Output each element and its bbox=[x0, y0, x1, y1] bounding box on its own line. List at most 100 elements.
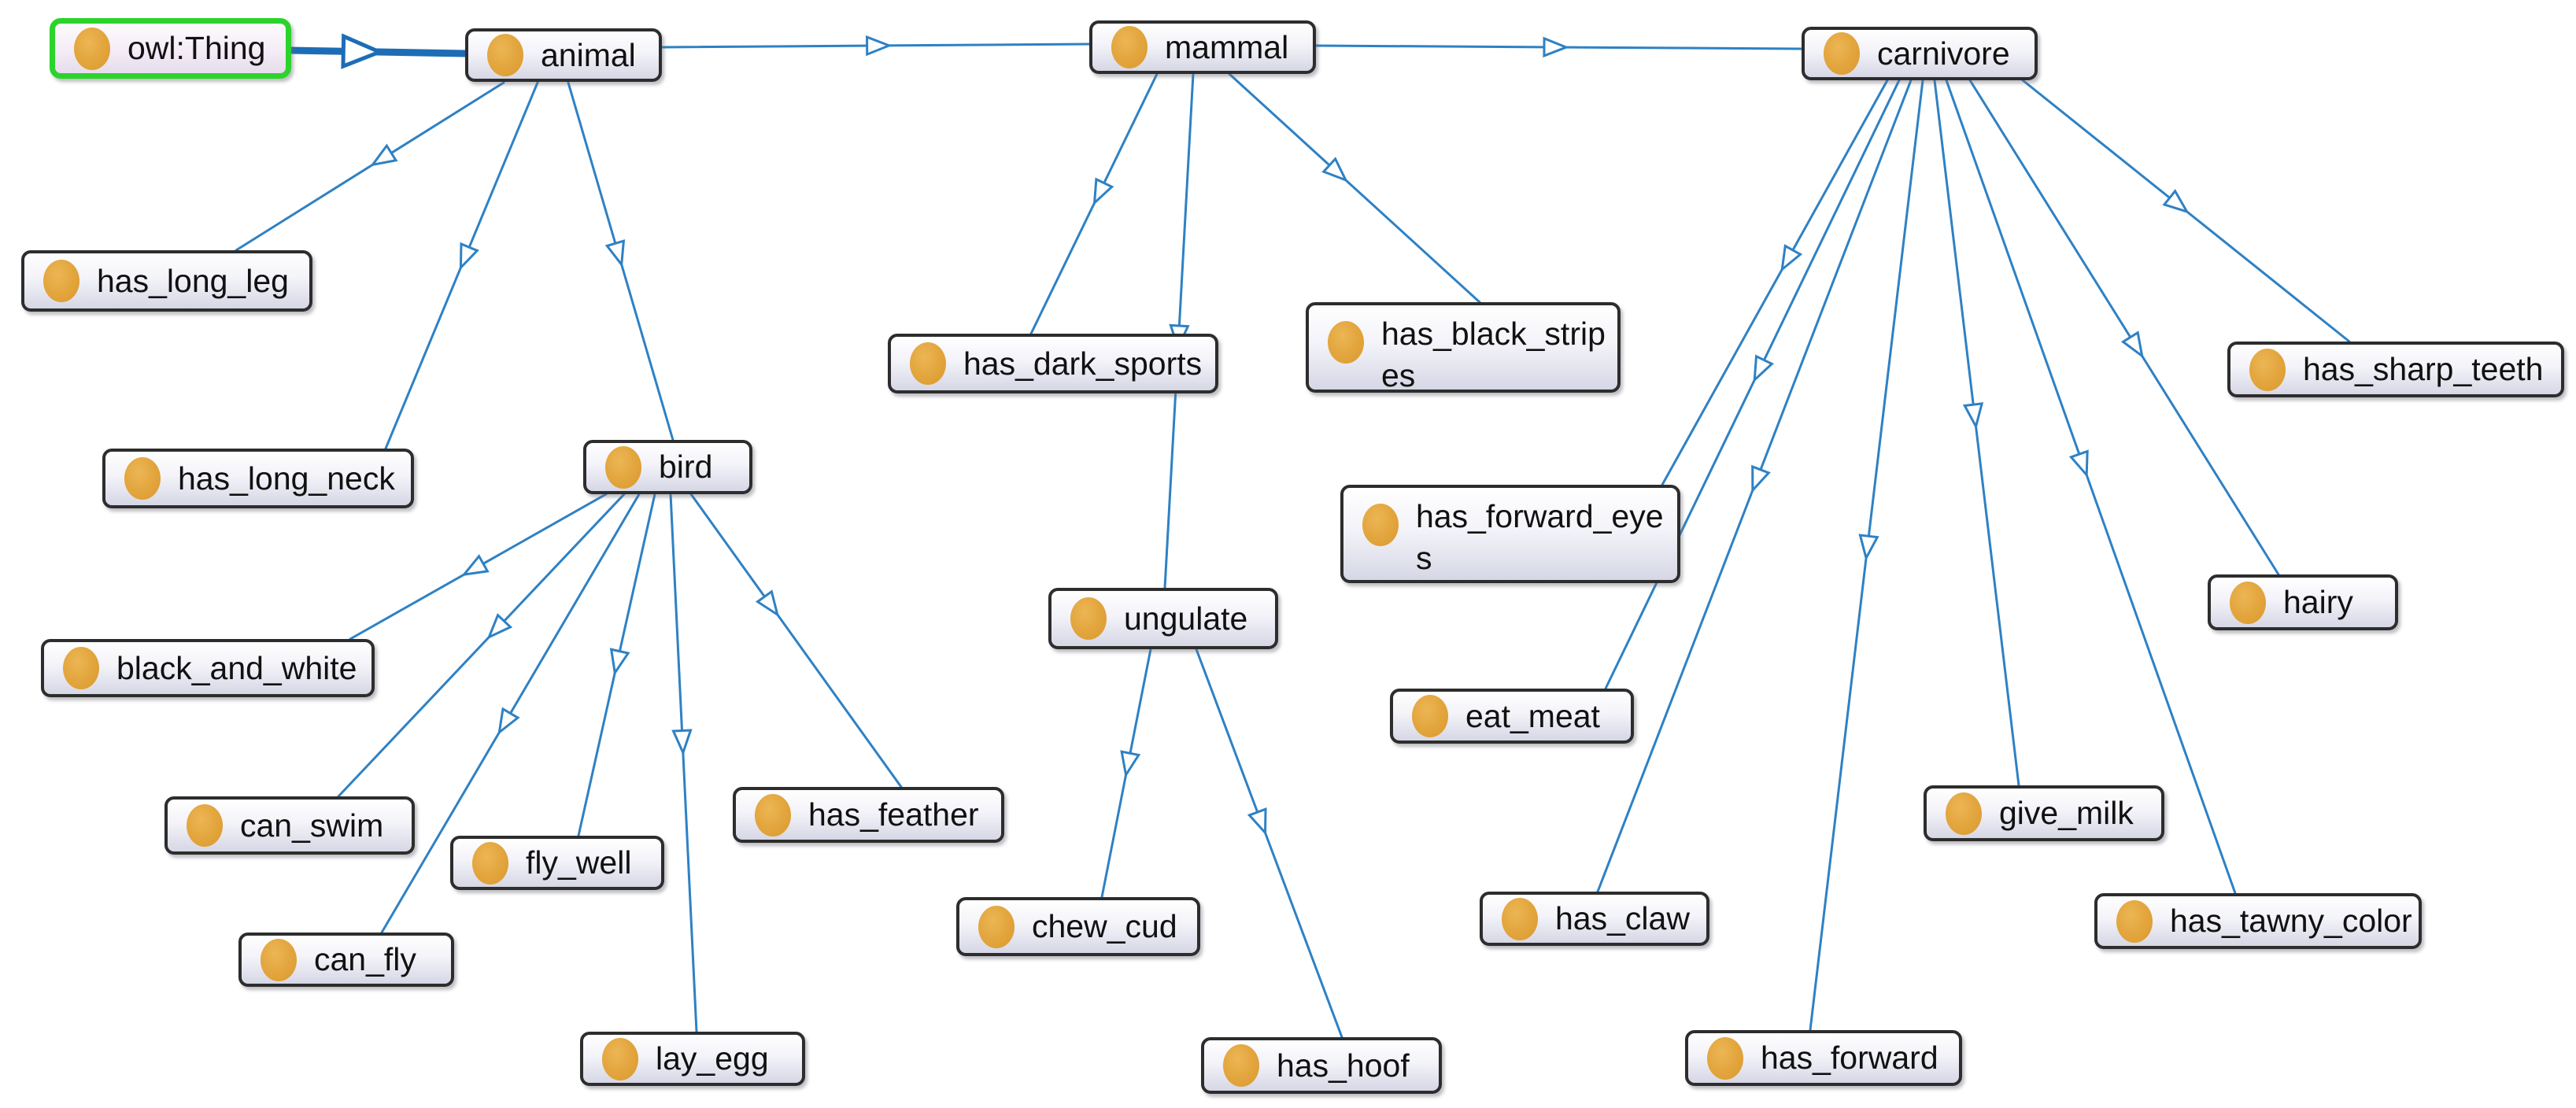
node-label: has_claw bbox=[1555, 900, 1690, 936]
class-icon bbox=[2249, 348, 2286, 391]
class-node-has_tawny_color[interactable]: has_tawny_color bbox=[2094, 893, 2422, 949]
node-label: can_swim bbox=[240, 807, 384, 844]
arrowhead-carnivore-eat_meat bbox=[1753, 354, 1774, 383]
class-node-ungulate[interactable]: ungulate bbox=[1048, 588, 1278, 649]
node-label: has_hoof bbox=[1277, 1047, 1410, 1084]
class-icon bbox=[910, 342, 946, 385]
class-icon bbox=[755, 793, 791, 837]
class-icon bbox=[63, 647, 99, 689]
node-label: fly_well bbox=[526, 844, 632, 881]
class-node-has_long_neck[interactable]: has_long_neck bbox=[102, 449, 414, 508]
node-label: has_long_leg bbox=[97, 262, 289, 299]
class-node-has_long_leg[interactable]: has_long_leg bbox=[21, 250, 312, 312]
node-label: has_long_neck bbox=[178, 460, 395, 497]
class-icon bbox=[1824, 32, 1860, 75]
arrowhead-ungulate-has_hoof bbox=[1247, 807, 1267, 837]
edge-carnivore-hairy bbox=[1968, 79, 2280, 576]
class-icon bbox=[124, 457, 161, 500]
node-label: mammal bbox=[1165, 28, 1289, 65]
edge-mammal-has_black_stripes bbox=[1228, 72, 1481, 304]
node-label: can_fly bbox=[314, 941, 416, 977]
class-node-owl_thing[interactable]: owl:Thing bbox=[50, 18, 291, 79]
node-label: ungulate bbox=[1124, 600, 1248, 637]
class-icon bbox=[472, 841, 508, 885]
node-label: bird bbox=[659, 449, 713, 485]
class-icon bbox=[1707, 1036, 1743, 1080]
class-icon bbox=[2230, 581, 2266, 624]
arrowhead-mammal-carnivore bbox=[1543, 36, 1570, 58]
edge-bird-lay_egg bbox=[669, 493, 698, 1033]
edge-carnivore-has_forward_eyes bbox=[1661, 79, 1889, 486]
class-icon bbox=[978, 905, 1015, 948]
class-icon bbox=[43, 260, 79, 302]
node-label: has_sharp_teeth bbox=[2303, 351, 2544, 387]
class-node-can_fly[interactable]: can_fly bbox=[238, 933, 454, 987]
class-icon bbox=[1328, 321, 1364, 364]
class-icon bbox=[1111, 26, 1148, 68]
node-label: has_tawny_color bbox=[2170, 903, 2412, 939]
edge-bird-can_swim bbox=[337, 493, 626, 798]
edge-carnivore-has_tawny_color bbox=[1945, 79, 2237, 895]
class-icon bbox=[1362, 504, 1399, 546]
arrowhead-carnivore-has_sharp_teeth bbox=[2162, 189, 2190, 214]
node-label: owl:Thing bbox=[128, 30, 266, 66]
arrowhead-mammal-has_dark_sports bbox=[1092, 177, 1114, 206]
class-icon bbox=[1502, 897, 1538, 940]
class-icon bbox=[602, 1037, 638, 1080]
node-label: has_black_strip es bbox=[1381, 316, 1606, 394]
arrowhead-bird-black_and_white bbox=[461, 554, 490, 577]
class-node-can_swim[interactable]: can_swim bbox=[164, 796, 415, 855]
arrowhead-carnivore-has_forward bbox=[1858, 534, 1879, 562]
class-node-fly_well[interactable]: fly_well bbox=[450, 836, 664, 890]
class-node-eat_meat[interactable]: eat_meat bbox=[1390, 689, 1634, 744]
node-label: give_milk bbox=[1999, 795, 2134, 831]
edge-bird-has_feather bbox=[689, 493, 903, 789]
class-node-has_feather[interactable]: has_feather bbox=[733, 787, 1004, 843]
class-node-bird[interactable]: bird bbox=[583, 440, 752, 494]
class-node-hairy[interactable]: hairy bbox=[2208, 574, 2398, 630]
class-icon bbox=[2116, 899, 2153, 943]
class-node-animal[interactable]: animal bbox=[465, 28, 662, 82]
class-node-has_hoof[interactable]: has_hoof bbox=[1201, 1037, 1442, 1094]
class-icon bbox=[605, 445, 641, 489]
edge-ungulate-has_hoof bbox=[1195, 648, 1343, 1039]
node-label: eat_meat bbox=[1465, 697, 1600, 734]
arrowhead-carnivore-give_milk bbox=[1962, 402, 1984, 430]
class-icon bbox=[1223, 1044, 1259, 1087]
arrowhead-animal-bird bbox=[604, 239, 626, 268]
arrowhead-carnivore-hairy bbox=[2120, 331, 2144, 359]
node-label: animal bbox=[541, 36, 636, 73]
class-node-has_dark_sports[interactable]: has_dark_sports bbox=[888, 334, 1218, 393]
class-node-black_and_white[interactable]: black_and_white bbox=[41, 639, 375, 697]
arrowhead-animal-has_long_neck bbox=[459, 242, 479, 271]
class-node-has_forward[interactable]: has_forward bbox=[1685, 1030, 1962, 1086]
arrowhead-bird-can_swim bbox=[486, 613, 513, 640]
arrowhead-animal-mammal bbox=[866, 35, 893, 57]
class-icon bbox=[1946, 792, 1982, 835]
class-node-has_forward_eyes[interactable]: has_forward_eye s bbox=[1340, 485, 1680, 583]
arrowhead-owl_thing-animal bbox=[341, 33, 385, 69]
arrowhead-bird-fly_well bbox=[609, 648, 630, 676]
class-node-lay_egg[interactable]: lay_egg bbox=[580, 1032, 805, 1086]
class-node-give_milk[interactable]: give_milk bbox=[1924, 785, 2164, 841]
node-label: black_and_white bbox=[116, 649, 357, 686]
class-icon bbox=[261, 938, 297, 981]
class-icon bbox=[187, 804, 223, 847]
arrowhead-mammal-has_black_stripes bbox=[1321, 157, 1348, 183]
class-node-mammal[interactable]: mammal bbox=[1089, 20, 1316, 74]
class-icon bbox=[487, 34, 523, 76]
class-node-carnivore[interactable]: carnivore bbox=[1802, 27, 2038, 80]
edge-carnivore-eat_meat bbox=[1604, 79, 1901, 690]
node-label: has_feather bbox=[808, 796, 979, 833]
arrowhead-bird-has_feather bbox=[755, 589, 780, 618]
node-label: hairy bbox=[2283, 584, 2353, 620]
class-node-has_black_stripes[interactable]: has_black_strip es bbox=[1306, 302, 1621, 393]
class-node-has_claw[interactable]: has_claw bbox=[1480, 892, 1709, 946]
edge-carnivore-give_milk bbox=[1933, 79, 2020, 787]
class-icon bbox=[1070, 597, 1107, 640]
class-node-chew_cud[interactable]: chew_cud bbox=[956, 897, 1200, 956]
class-node-has_sharp_teeth[interactable]: has_sharp_teeth bbox=[2227, 342, 2564, 397]
class-icon bbox=[74, 27, 110, 70]
node-label: lay_egg bbox=[656, 1040, 769, 1077]
